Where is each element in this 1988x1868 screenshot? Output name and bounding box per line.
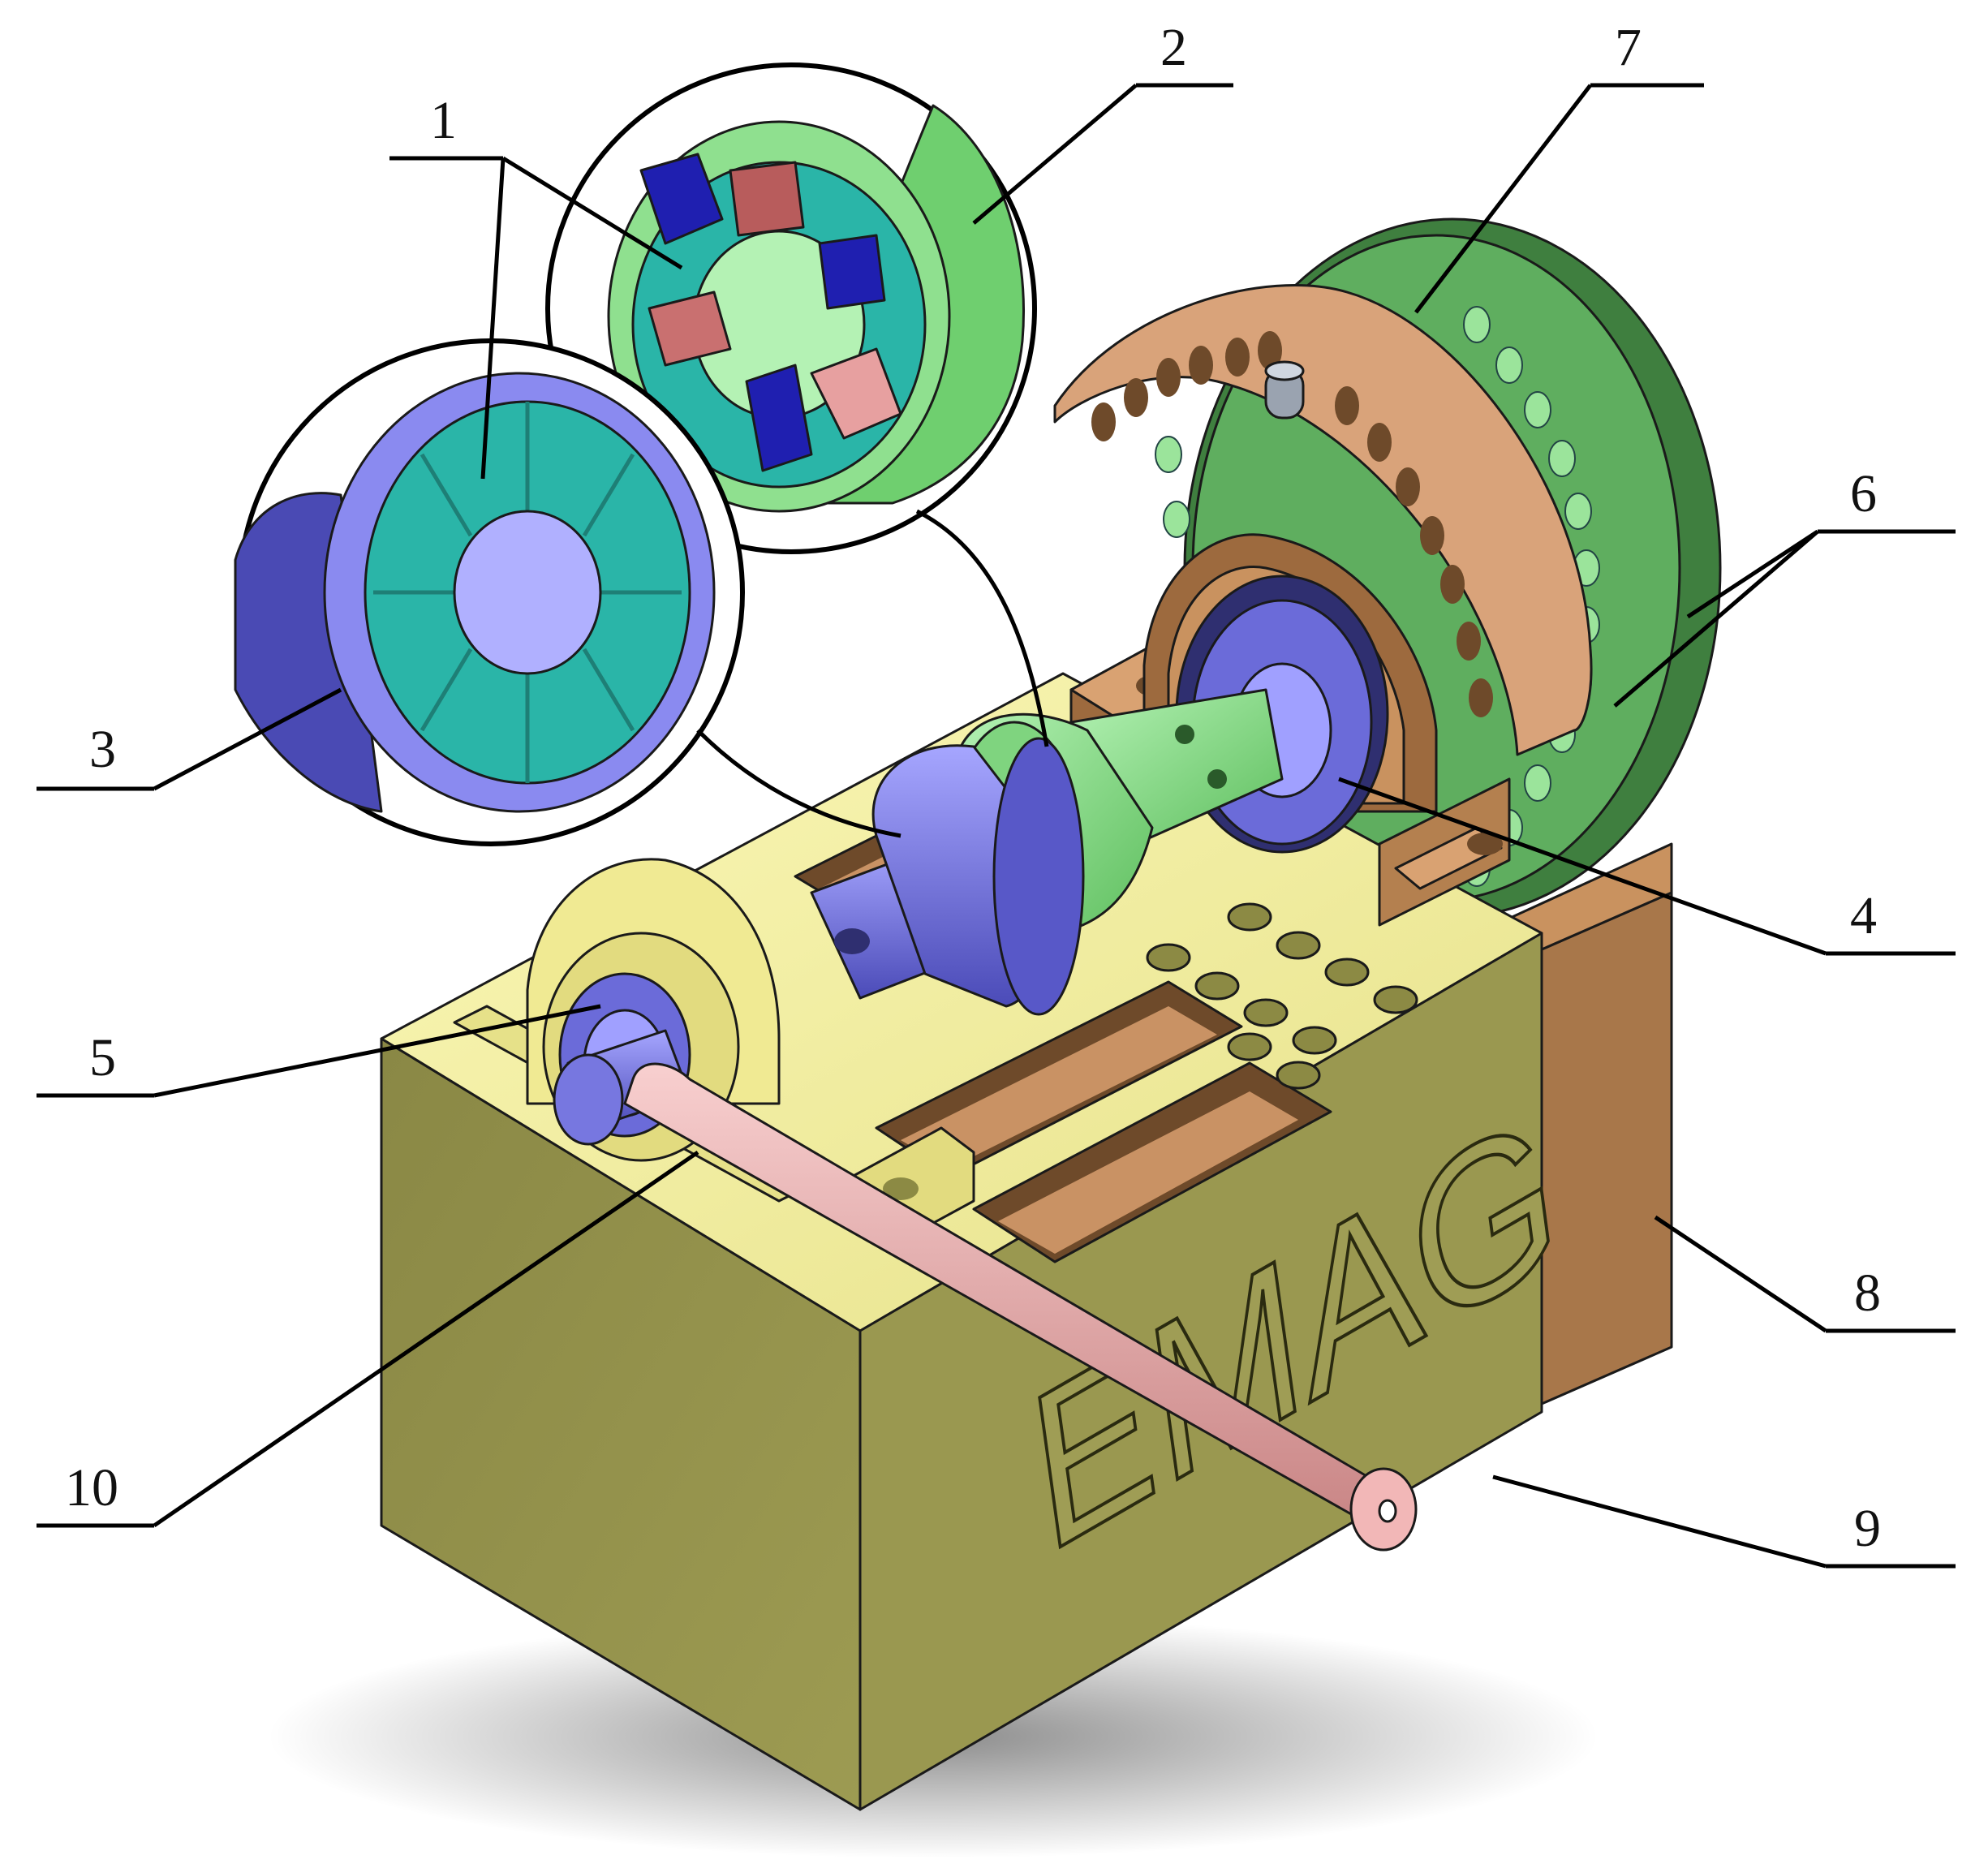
callout-2: 2 <box>1160 18 1187 77</box>
inset-connector-stator <box>696 729 901 838</box>
callout-labels: 1 2 3 4 5 6 7 8 9 10 <box>65 18 1881 1558</box>
callout-1: 1 <box>430 91 457 150</box>
callout-9: 9 <box>1854 1499 1881 1558</box>
callout-4: 4 <box>1850 886 1877 945</box>
callout-leaders <box>37 83 1956 1569</box>
stator-inset <box>234 338 745 846</box>
callout-8: 8 <box>1854 1263 1881 1323</box>
callout-7: 7 <box>1615 18 1642 77</box>
stator-cone <box>871 737 1085 1016</box>
callout-5: 5 <box>89 1028 116 1087</box>
callout-3: 3 <box>89 720 116 779</box>
callout-6: 6 <box>1850 464 1877 523</box>
pink-rod <box>623 1062 1418 1552</box>
inset-connector-rotor <box>915 509 1049 747</box>
rotor-inset <box>545 62 1037 554</box>
base-holes <box>1146 902 1418 1090</box>
callout-10: 10 <box>65 1458 118 1517</box>
